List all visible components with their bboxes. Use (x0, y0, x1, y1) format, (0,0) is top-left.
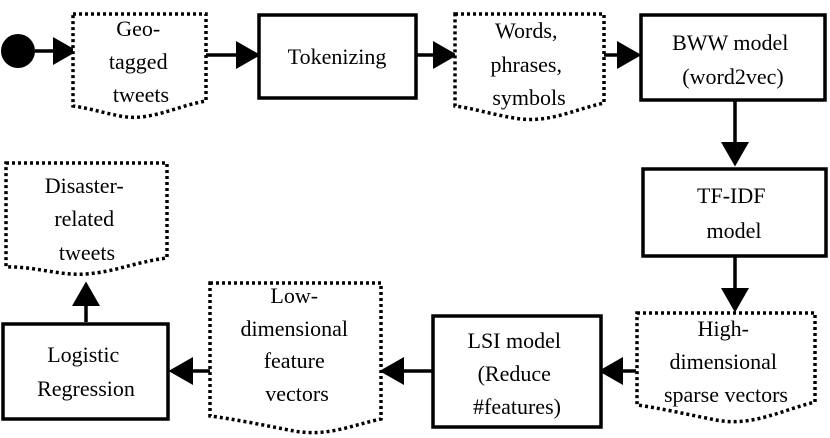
geo-tagged-tweets-label: Geo- tagged tweets (109, 16, 173, 107)
bww-model-label: BWW model (word2vec) (672, 30, 794, 89)
high-dimensional-sparse-vectors-label: High- dimensional sparse vectors (664, 316, 788, 407)
tokenizing-label: Tokenizing (288, 44, 387, 69)
logistic-regression-label: Logistic Regression (37, 342, 135, 401)
node-words-phrases-symbols: Words, phrases, symbols (453, 12, 606, 122)
words-phrases-symbols-label: Words, phrases, symbols (491, 18, 568, 110)
node-lsi-model: LSI model (Reduce #features) (431, 314, 603, 429)
node-bww-model: BWW model (word2vec) (639, 13, 827, 102)
node-low-dimensional-feature-vectors: Low- dimensional feature vectors (208, 281, 383, 435)
low-dimensional-feature-vectors-label: Low- dimensional feature vectors (240, 283, 353, 406)
node-disaster-related-tweets: Disaster- related tweets (4, 161, 169, 277)
node-logistic-regression: Logistic Regression (1, 322, 170, 421)
node-geo-tagged-tweets: Geo- tagged tweets (71, 12, 208, 119)
edges (35, 37, 749, 385)
node-tfidf-model: TF-IDF model (641, 167, 828, 258)
tfidf-model-label: TF-IDF model (697, 183, 771, 243)
start-node (1, 34, 35, 68)
node-tokenizing: Tokenizing (257, 13, 418, 100)
lsi-model-label: LSI model (Reduce #features) (468, 328, 567, 419)
disaster-related-tweets-label: Disaster- related tweets (45, 173, 129, 265)
node-high-dimensional-sparse-vectors: High- dimensional sparse vectors (635, 311, 817, 424)
